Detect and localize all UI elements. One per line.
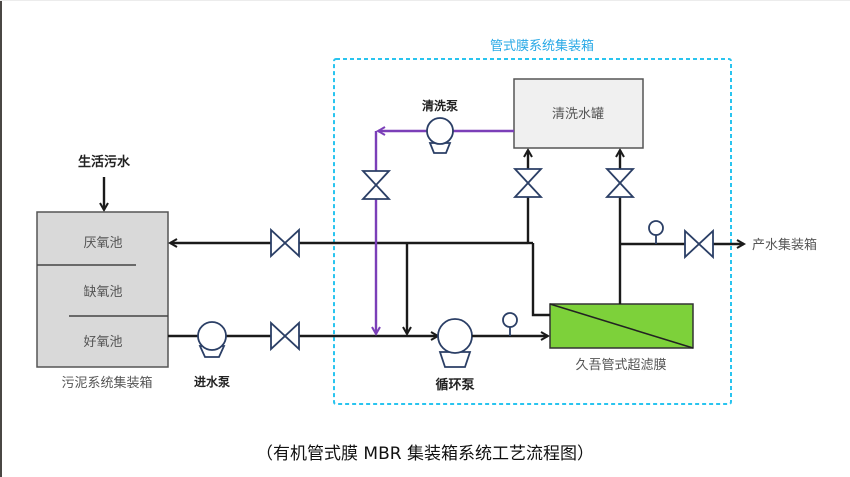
product-container-label: 产水集装箱 [752,237,817,253]
cleaning-pump-label: 清洗泵 [422,98,458,113]
membrane-label: 久吾管式超滤膜 [575,358,666,373]
concentrate-pipe [531,243,550,317]
product-valve-icon [684,228,714,260]
product-pressure-gauge-icon [648,220,664,244]
cleaning-water-tank-label: 清洗水罐 [552,107,604,122]
anoxic-tank-label: 缺氧池 [83,285,122,300]
rinse-return-valve-icon [512,168,544,198]
circulation-pump-label: 循环泵 [435,377,474,393]
tubular-uf-membrane [549,303,694,349]
left-window-edge [0,0,2,477]
cleaning-pump-icon [426,117,454,154]
sludge-container-caption: 污泥系统集装箱 [61,375,152,391]
membrane-system-container-boundary [333,58,732,405]
figure-caption: （有机管式膜 MBR 集装箱系统工艺流程图） [256,444,594,464]
sludge-system-container: 厌氧池 缺氧池 好氧池 [36,211,169,368]
cleaning-valve-icon [360,170,392,200]
circulation-pump-icon [437,318,473,368]
anaerobic-tank-label: 厌氧池 [83,236,122,251]
top-window-edge [0,0,850,1]
pressure-gauge-icon [502,312,518,336]
permeate-rinse-valve-icon [604,168,636,198]
aerobic-tank-label: 好氧池 [83,335,122,350]
feed-pump-label: 进水泵 [194,374,230,389]
membrane-system-container-label: 管式膜系统集装箱 [490,38,594,54]
cleaning-water-tank [513,78,644,149]
feed-pump-icon [197,321,227,358]
return-valve-icon [270,227,300,259]
feed-valve-icon [270,320,300,352]
domestic-sewage-label: 生活污水 [78,154,131,170]
